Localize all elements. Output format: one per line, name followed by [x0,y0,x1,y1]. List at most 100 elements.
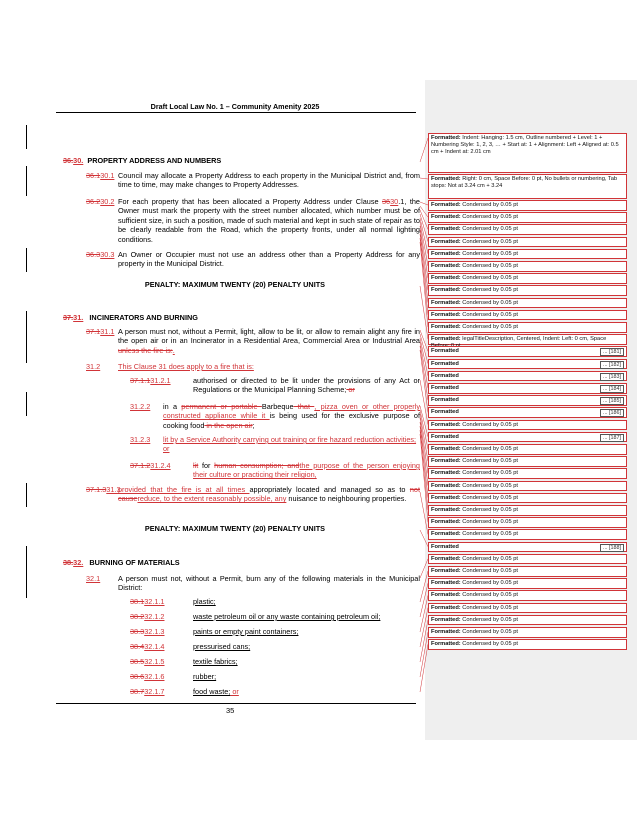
comment-balloon[interactable]: Formatted: Condensed by 0.05 pt [428,529,627,541]
comment-balloon[interactable]: Formatted: Condensed by 0.05 pt [428,553,627,565]
page-header: Draft Local Law No. 1 – Community Amenit… [150,102,320,111]
clause-number: 37.131.1 [86,327,115,336]
comment-balloon[interactable]: Formatted: legalTitleDescription, Center… [428,334,627,349]
comment-balloon[interactable]: Formatted: Condensed by 0.05 pt [428,419,627,431]
list-item-number: 38.132.1.1 [130,597,165,606]
more-link[interactable]: ... [188] [600,543,624,552]
heading-text: PROPERTY ADDRESS AND NUMBERS [87,156,222,165]
comment-balloon[interactable]: Formatted... [184] [428,383,627,394]
comment-balloon[interactable]: Formatted: Condensed by 0.05 pt [428,517,627,528]
comment-balloon[interactable]: Formatted: Condensed by 0.05 pt [428,480,627,492]
list-item: rubber; [193,672,217,681]
change-bar [26,311,27,363]
comment-balloon[interactable]: Formatted: Condensed by 0.05 pt [428,322,627,333]
heading-text: BURNING OF MATERIALS [89,558,180,567]
more-link[interactable]: ... [187] [600,433,624,442]
comment-balloon[interactable]: Formatted... [187] [428,431,627,443]
subclause-number: 37.1.231.2.4 [130,461,171,470]
heading-text: INCINERATORS AND BURNING [89,313,198,322]
list-item-number: 38.232.1.2 [130,612,165,621]
change-bar [26,248,27,272]
comment-balloon[interactable]: Formatted: Condensed by 0.05 pt [428,468,627,480]
comment-balloon[interactable]: Formatted... [181] [428,346,627,358]
list-item: paints or empty paint containers; [193,627,299,636]
comment-balloon[interactable]: Formatted... [182] [428,358,627,370]
subclause-number: 31.2.2 [130,402,151,411]
comment-balloon[interactable]: Formatted: Condensed by 0.05 pt [428,212,627,223]
comment-balloon[interactable]: Formatted: Condensed by 0.05 pt [428,200,627,211]
section-heading-31: 37.31. INCINERATORS AND BURNING [63,313,198,322]
clause-text: A person must not, without a Permit, bur… [118,574,420,593]
comment-balloon[interactable]: Formatted: Condensed by 0.05 pt [428,224,627,236]
comment-balloon[interactable]: Formatted: Condensed by 0.05 pt [428,505,627,516]
clause-text: A person must not, without a Permit, lig… [118,327,420,355]
comment-balloon[interactable]: Formatted: Condensed by 0.05 pt [428,639,627,650]
list-item: food waste; or [193,687,239,696]
subclause-number: 31.2.3 [130,435,151,444]
clause-text: For each property that has been allocate… [118,197,420,244]
subclause-text: in a permanent or portable Barbeque that… [163,402,421,430]
header-rule [56,112,416,113]
comment-balloon[interactable]: Formatted: Condensed by 0.05 pt [428,444,627,455]
comment-balloon[interactable]: Formatted... [186] [428,407,627,419]
comment-balloon[interactable]: Formatted: Indent: Hanging: 1.5 cm, Outl… [428,133,627,173]
more-link[interactable]: ... [185] [600,397,624,406]
more-link[interactable]: ... [186] [600,409,624,418]
clause-text: Council may allocate a Property Address … [118,171,420,190]
comment-balloon[interactable]: Formatted: Condensed by 0.05 pt [428,309,627,321]
comment-balloon[interactable]: Formatted: Right: 0 cm, Space Before: 0 … [428,174,627,199]
inserted-number: 30. [73,156,84,165]
deleted-number: 38. [63,558,74,567]
change-bar [26,125,27,149]
more-link[interactable]: ... [183] [600,372,624,381]
change-bar [26,546,27,598]
comment-balloon[interactable]: Formatted: Condensed by 0.05 pt [428,285,627,297]
comment-balloon[interactable]: Formatted... [183] [428,370,627,382]
clause-number: 36.230.2 [86,197,115,206]
comment-balloon[interactable]: Formatted: Condensed by 0.05 pt [428,456,627,467]
list-item: waste petroleum oil or any waste contain… [193,612,381,621]
list-item-number: 38.532.1.5 [130,657,165,666]
clause-text: An Owner or Occupier must not use an add… [118,250,420,269]
clause-text: provided that the fire is at all times a… [118,485,421,504]
clause-number: 36.130.1 [86,171,115,180]
list-item: pressurised cans; [193,642,251,651]
change-bar [26,392,27,416]
section-heading-32: 38.32. BURNING OF MATERIALS [63,558,180,567]
comment-balloon[interactable]: Formatted: Condensed by 0.05 pt [428,248,627,260]
comment-balloon[interactable]: Formatted: Condensed by 0.05 pt [428,590,627,602]
comment-balloon[interactable]: Formatted: Condensed by 0.05 pt [428,273,627,284]
change-bar [26,166,27,196]
comment-balloon[interactable]: Formatted: Condensed by 0.05 pt [428,614,627,626]
comment-balloon[interactable]: Formatted: Condensed by 0.05 pt [428,602,627,614]
comment-balloon[interactable]: Formatted: Condensed by 0.05 pt [428,578,627,589]
comment-balloon[interactable]: Formatted: Condensed by 0.05 pt [428,261,627,272]
subclause-text: lit by a Service Authority carrying out … [163,435,417,454]
comment-balloon[interactable]: Formatted: Condensed by 0.05 pt [428,492,627,504]
comment-balloon[interactable]: Formatted: Condensed by 0.05 pt [428,627,627,638]
comment-balloon[interactable]: Formatted: Condensed by 0.05 pt [428,236,627,248]
more-link[interactable]: ... [181] [600,348,624,357]
clause-number: 36.330.3 [86,250,115,259]
subclause-text: lit for human consumption; andthe purpos… [193,461,420,480]
comment-balloon[interactable]: Formatted... [188] [428,541,627,553]
list-item: textile fabrics; [193,657,238,666]
subclause-number: 37.1.131.2.1 [130,376,171,385]
subclause-text: authorised or directed to be lit under t… [193,376,420,395]
clause-text: This Clause 31 does apply to a fire that… [118,362,254,371]
more-link[interactable]: ... [182] [600,360,624,369]
inserted-number: 32. [73,558,84,567]
clause-number: 31.2 [86,362,101,371]
section-heading-30: 36.30. PROPERTY ADDRESS AND NUMBERS [63,156,221,165]
comment-balloon[interactable]: Formatted: Condensed by 0.05 pt [428,297,627,309]
comment-balloon[interactable]: Formatted: Condensed by 0.05 pt [428,566,627,577]
list-item: plastic; [193,597,216,606]
list-item-number: 38.632.1.6 [130,672,165,681]
list-item-number: 38.432.1.4 [130,642,165,651]
comment-balloon[interactable]: Formatted... [185] [428,395,627,406]
change-bar [26,483,27,507]
penalty-line: PENALTY: MAXIMUM TWENTY (20) PENALTY UNI… [144,280,326,289]
more-link[interactable]: ... [184] [600,385,624,393]
deleted-number: 36. [63,156,74,165]
